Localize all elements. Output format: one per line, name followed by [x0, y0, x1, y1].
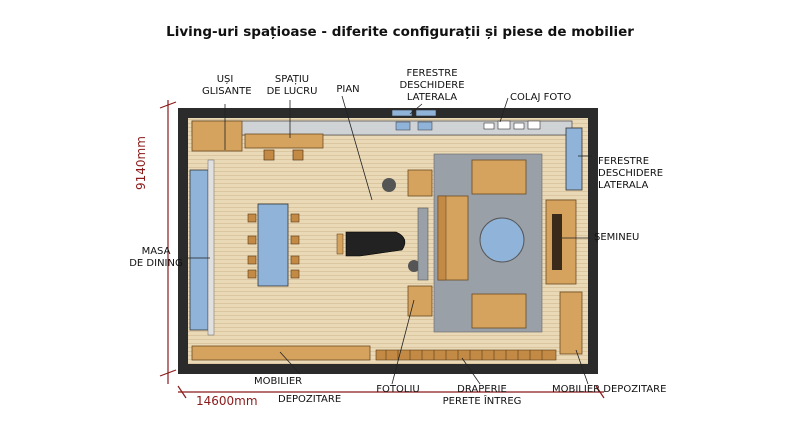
label-fireplace: ȘEMINEU — [594, 232, 640, 243]
leader-lines — [186, 95, 592, 385]
dimension-height: 9140mm — [134, 136, 148, 190]
photo-collage — [483, 120, 541, 130]
top-window-3 — [395, 121, 411, 131]
side-table-1 — [382, 178, 396, 192]
left-glass-door — [189, 169, 209, 331]
label-bottom-storage-2: DEPOZITARE — [278, 394, 342, 405]
label-right-windows: FERESTRE DESCHIDERE LATERALA — [598, 156, 663, 192]
left-door-frame — [207, 159, 215, 336]
sofa-top — [471, 159, 527, 195]
desk-chair-1 — [263, 149, 275, 161]
label-curtain: DRAPERIE PERETE ÎNTREG — [434, 384, 530, 408]
label-right-windows-line3: LATERALA — [598, 180, 649, 191]
armchair-bottom — [407, 285, 433, 317]
label-dining-table-line1: MASA — [141, 246, 171, 257]
top-wood-shelf — [191, 120, 243, 152]
fireplace — [552, 214, 562, 270]
piano-bench — [336, 233, 344, 255]
dimension-lines — [159, 100, 605, 399]
top-window-2 — [415, 109, 437, 117]
label-curtain-line2: PERETE ÎNTREG — [442, 396, 522, 407]
right-storage — [559, 291, 583, 355]
label-right-windows-line1: FERESTRE — [598, 156, 650, 167]
label-photo-collage: COLAJ FOTO — [510, 92, 572, 103]
coffee-table — [479, 217, 525, 263]
label-dining-table: MASA DE DINING — [128, 246, 184, 270]
label-right-windows-line2: DESCHIDERE — [598, 168, 664, 179]
label-right-storage: MOBILIER DEPOZITARE — [552, 384, 667, 395]
label-sliding-doors: UȘI GLISANTE — [202, 74, 252, 98]
label-top-windows-line3: LATERALA — [406, 92, 458, 103]
right-window — [565, 127, 583, 191]
label-workspace-line2: DE LUCRU — [266, 86, 318, 97]
label-top-windows: FERESTRE DESCHIDERE LATERALA — [394, 68, 470, 104]
armchair-top — [407, 169, 433, 197]
label-piano-top: PIAN — [336, 84, 360, 95]
label-dining-table-line2: DE DINING — [129, 258, 183, 269]
side-table-3 — [408, 260, 420, 272]
desk-chair-2 — [292, 149, 304, 161]
console — [417, 207, 429, 281]
label-top-windows-line2: DESCHIDERE — [399, 80, 465, 91]
label-armchair: FOTOLIU — [376, 384, 420, 395]
label-curtain-line1: DRAPERIE — [457, 384, 507, 395]
sofa-bottom — [471, 293, 527, 329]
dimension-width: 14600mm — [196, 394, 258, 408]
curtain-folds — [385, 350, 543, 360]
label-bottom-storage-1: MOBILIER — [254, 376, 303, 387]
label-sliding-doors-line2: GLISANTE — [202, 86, 252, 97]
top-window-1 — [391, 109, 413, 117]
label-workspace-line1: SPAȚIU — [274, 74, 310, 85]
desk — [244, 133, 324, 149]
dining-set — [247, 203, 300, 287]
label-workspace: SPAȚIU DE LUCRU — [262, 74, 322, 98]
page-title: Living-uri spațioase - diferite configur… — [166, 24, 634, 40]
dining-table — [257, 203, 289, 287]
label-sliding-doors-line1: UȘI — [216, 74, 234, 85]
top-window-4 — [417, 121, 433, 131]
curtain — [375, 349, 557, 361]
piano — [345, 231, 406, 257]
label-top-windows-line1: FERESTRE — [406, 68, 458, 79]
